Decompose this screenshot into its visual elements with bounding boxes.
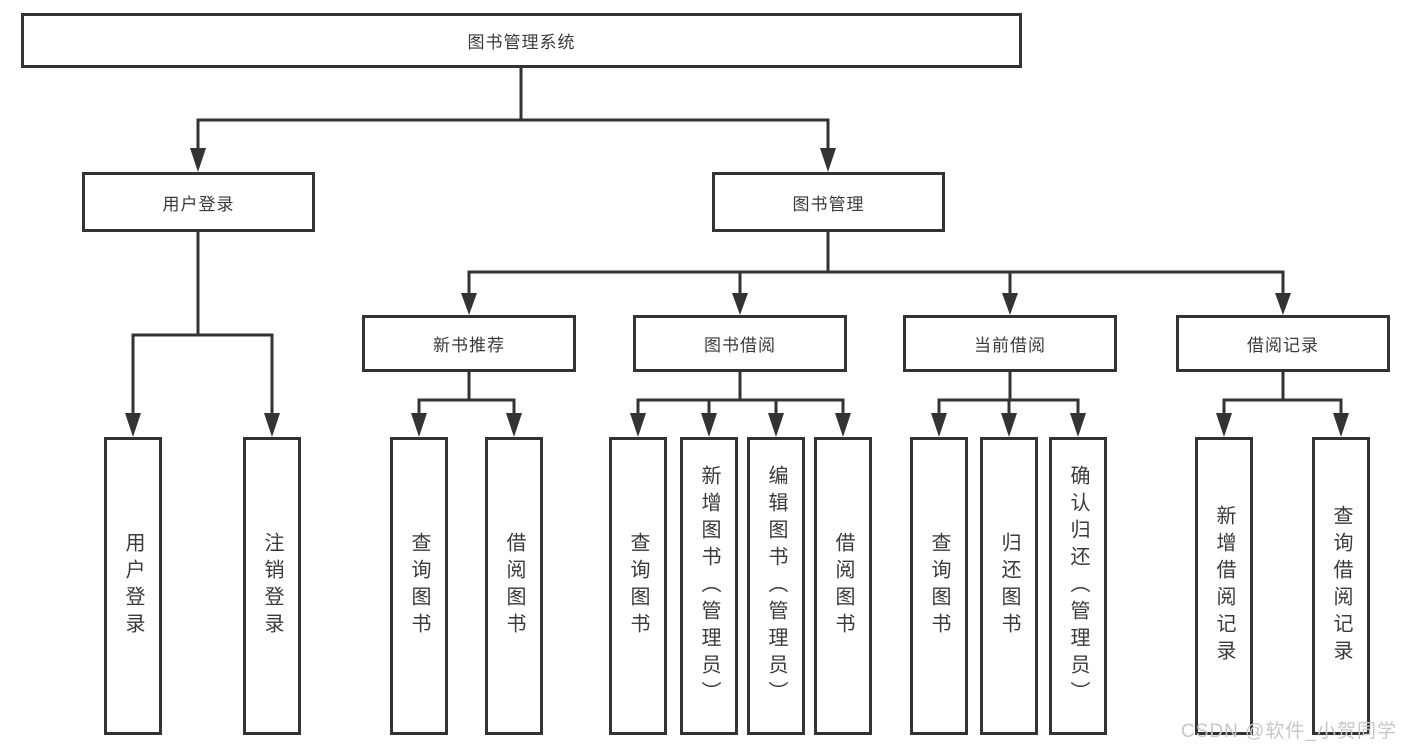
leaf-query-books-current: 查询图书 bbox=[910, 437, 968, 735]
node-label: 新增图书（管理员） bbox=[698, 464, 720, 708]
watermark: CSDN @软件_小贺同学 bbox=[1181, 721, 1397, 742]
node-new-book-recommendation: 新书推荐 bbox=[362, 315, 576, 372]
arrowhead-icons bbox=[125, 148, 1349, 437]
leaf-query-books-recommend: 查询图书 bbox=[390, 437, 448, 735]
node-label: 查询图书 bbox=[928, 532, 950, 640]
node-label: 编辑图书（管理员） bbox=[765, 464, 787, 708]
leaf-user-login: 用户登录 bbox=[104, 437, 162, 735]
node-label: 借阅图书 bbox=[832, 532, 854, 640]
node-library-management-system: 图书管理系统 bbox=[21, 13, 1022, 68]
node-borrowing-records: 借阅记录 bbox=[1176, 315, 1390, 372]
node-label: 借阅图书 bbox=[503, 532, 525, 640]
leaf-edit-book-admin: 编辑图书（管理员） bbox=[747, 437, 805, 735]
leaf-return-books: 归还图书 bbox=[980, 437, 1038, 735]
node-label: 新书推荐 bbox=[433, 336, 505, 355]
node-label: 查询借阅记录 bbox=[1330, 505, 1352, 667]
node-label: 借阅记录 bbox=[1247, 336, 1319, 355]
leaf-add-borrow-record: 新增借阅记录 bbox=[1195, 437, 1253, 735]
leaf-query-books-borrowing: 查询图书 bbox=[609, 437, 667, 735]
leaf-borrow-books-recommend: 借阅图书 bbox=[485, 437, 543, 735]
tree-edges bbox=[131, 68, 1343, 415]
leaf-add-book-admin: 新增图书（管理员） bbox=[680, 437, 738, 735]
leaf-borrow-books: 借阅图书 bbox=[814, 437, 872, 735]
leaf-query-borrow-record: 查询借阅记录 bbox=[1312, 437, 1370, 735]
node-label: 当前借阅 bbox=[974, 336, 1046, 355]
node-current-borrowing: 当前借阅 bbox=[903, 315, 1117, 372]
node-label: 图书借阅 bbox=[704, 336, 776, 355]
node-label: 新增借阅记录 bbox=[1213, 505, 1235, 667]
node-book-borrowing: 图书借阅 bbox=[633, 315, 847, 372]
node-label: 用户登录 bbox=[122, 532, 144, 640]
node-label: 图书管理系统 bbox=[467, 33, 576, 52]
node-label: 注销登录 bbox=[261, 532, 283, 640]
node-label: 用户登录 bbox=[162, 194, 235, 214]
node-label: 归还图书 bbox=[998, 532, 1020, 640]
node-book-management: 图书管理 bbox=[712, 172, 945, 232]
leaf-logout: 注销登录 bbox=[243, 437, 301, 735]
node-label: 查询图书 bbox=[408, 532, 430, 640]
node-label: 确认归还（管理员） bbox=[1067, 464, 1089, 708]
node-label: 图书管理 bbox=[792, 194, 865, 214]
node-label: 查询图书 bbox=[627, 532, 649, 640]
node-user-login: 用户登录 bbox=[82, 172, 315, 232]
leaf-confirm-return-admin: 确认归还（管理员） bbox=[1049, 437, 1107, 735]
